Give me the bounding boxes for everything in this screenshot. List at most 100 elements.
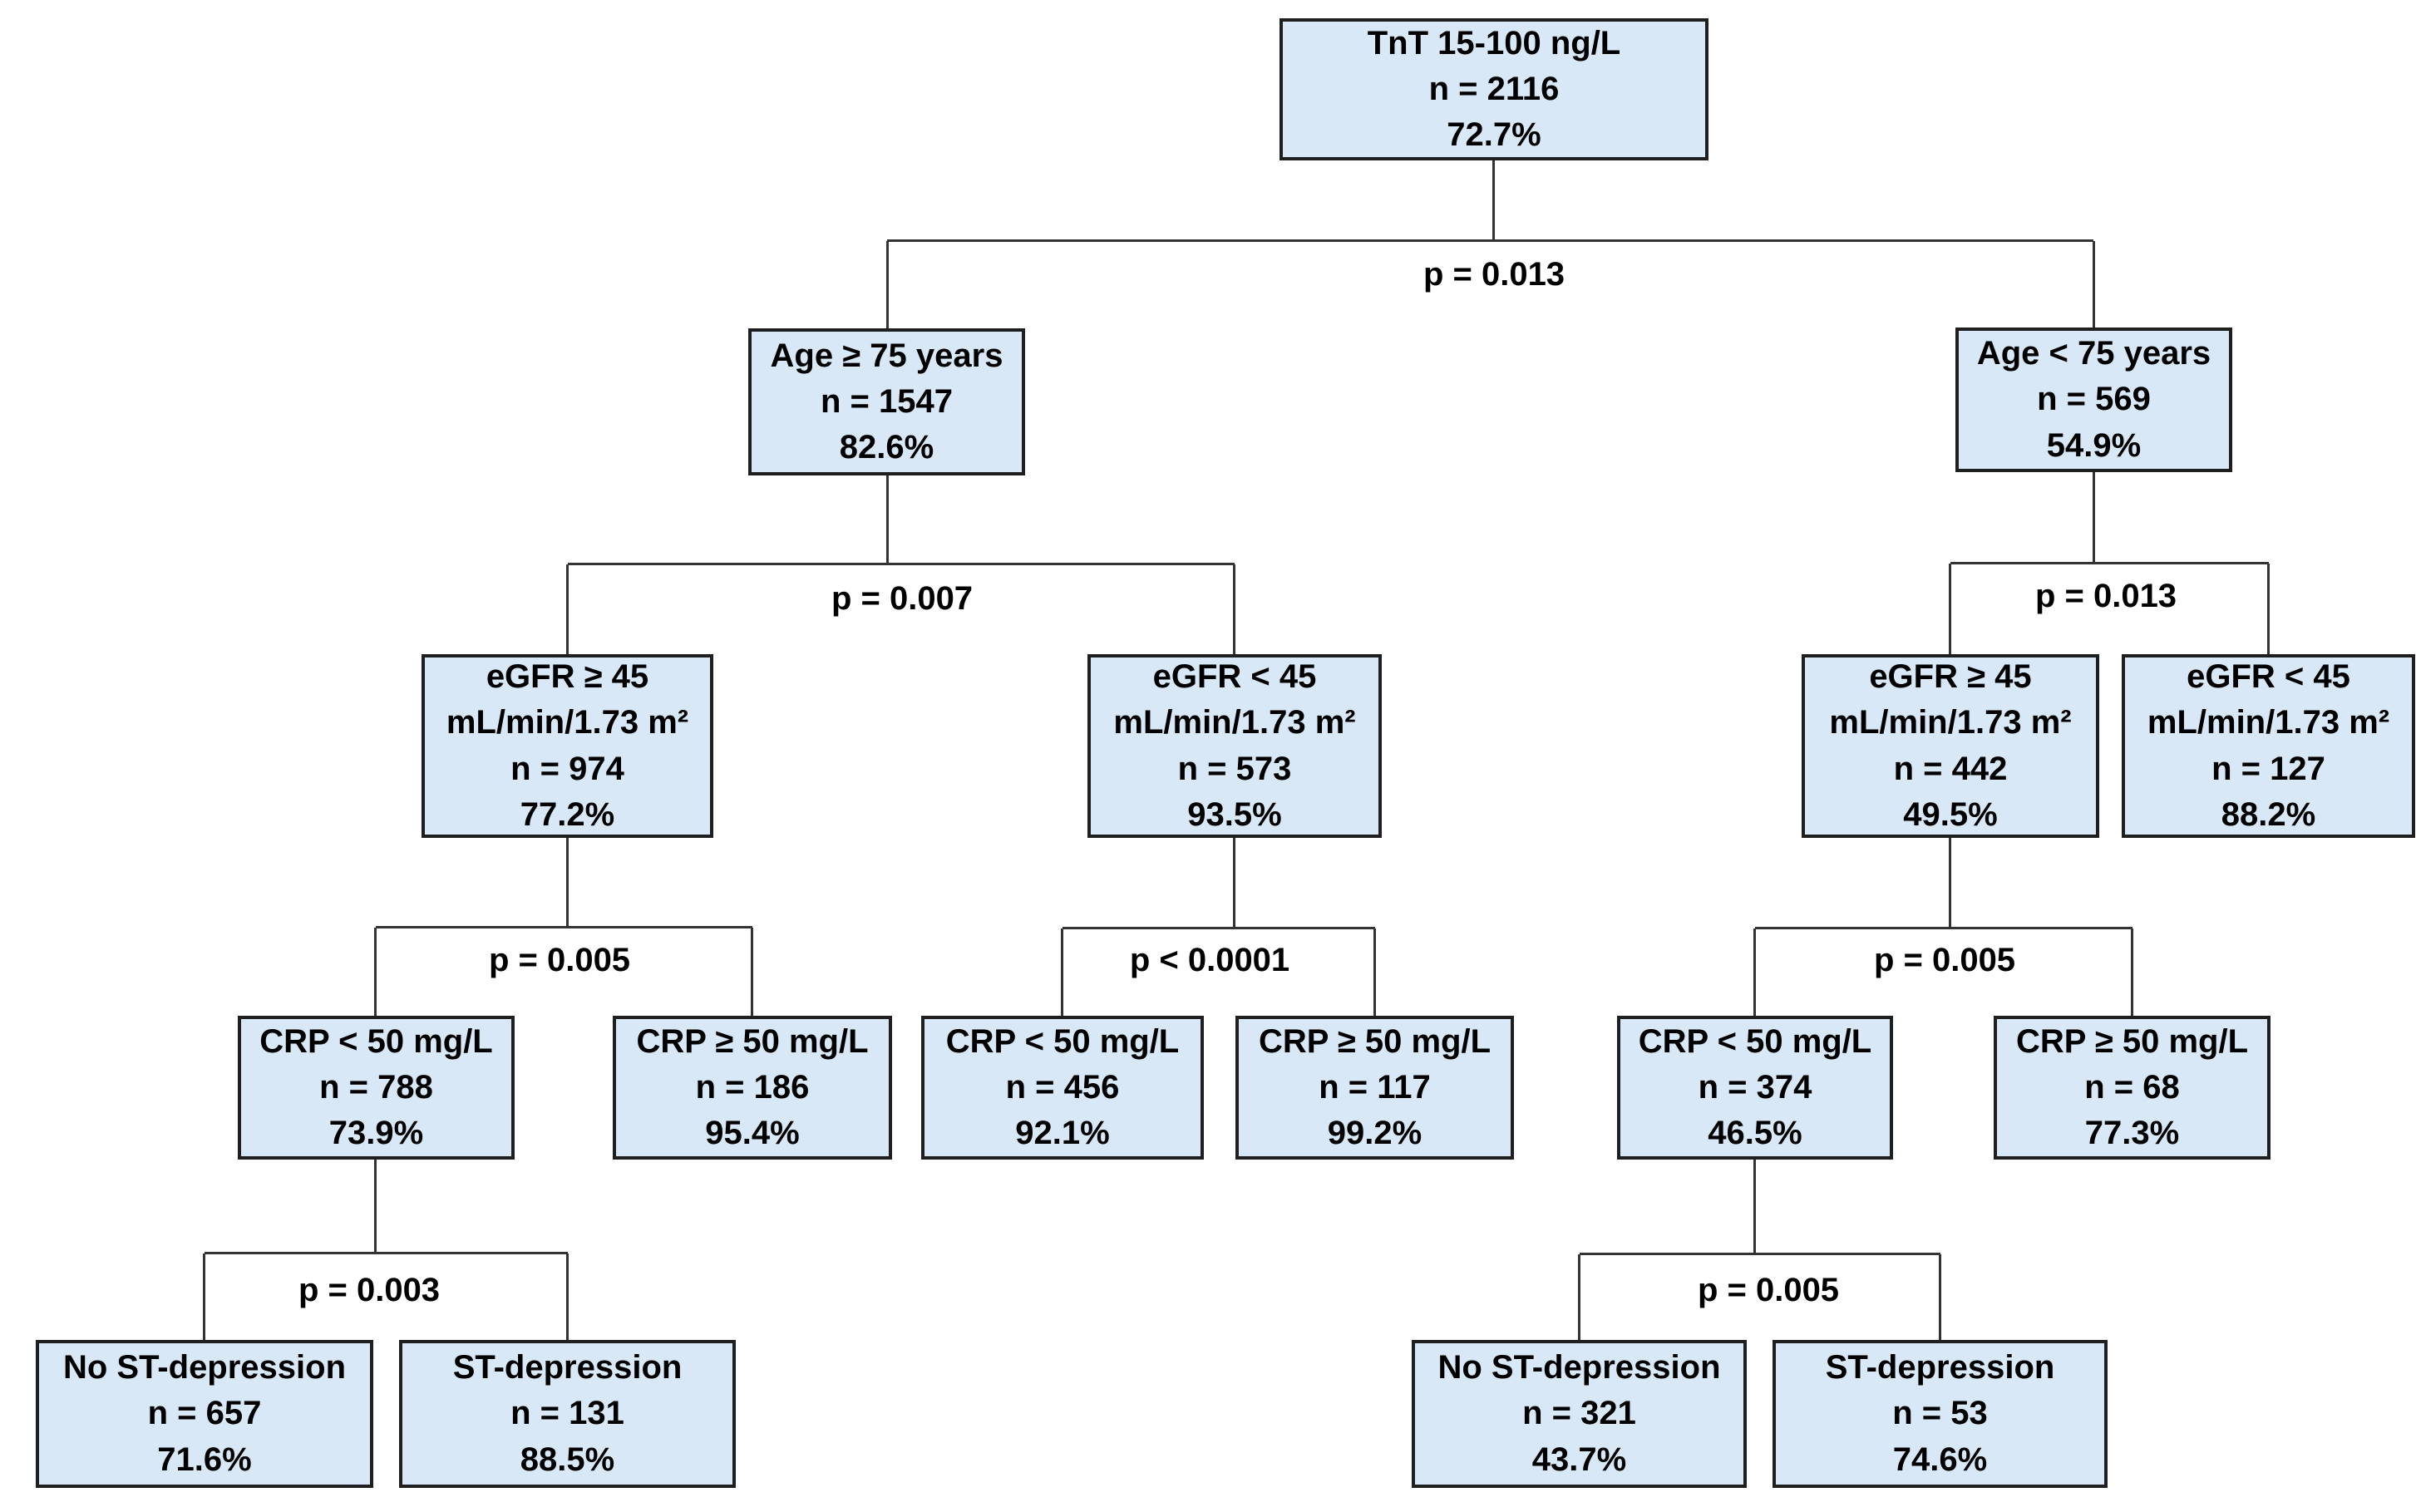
node-percent: 46.5%: [1708, 1115, 1802, 1152]
node-n: n = 788: [319, 1068, 433, 1106]
connector-line: [1063, 927, 1375, 929]
connector-line: [886, 475, 889, 564]
node-percent: 99.2%: [1327, 1115, 1422, 1152]
node-n: n = 442: [1893, 750, 2008, 787]
node-percent: 77.2%: [520, 795, 615, 833]
node-title: ST-depression: [1825, 1349, 2055, 1386]
node-title: No ST-depression: [1437, 1349, 1721, 1386]
connector-line: [2093, 472, 2095, 564]
node-percent: 95.4%: [705, 1115, 800, 1152]
node-title: eGFR < 45: [2187, 658, 2350, 696]
node-percent: 82.6%: [839, 429, 934, 466]
node-no-st-depression-right: No ST-depression n = 321 43.7%: [1412, 1340, 1747, 1488]
connector-line: [566, 1253, 569, 1340]
connector-line: [566, 564, 569, 654]
node-percent: 71.6%: [157, 1441, 252, 1478]
node-crp-lt50-right: CRP < 50 mg/L n = 374 46.5%: [1617, 1016, 1893, 1160]
connector-line: [751, 928, 753, 1016]
connector-line: [1949, 838, 1951, 928]
node-title: CRP < 50 mg/L: [945, 1022, 1180, 1060]
node-percent: 72.7%: [1447, 116, 1541, 154]
node-percent: 88.2%: [2221, 795, 2316, 833]
node-title: eGFR ≥ 45: [1869, 658, 2032, 696]
node-n: n = 974: [510, 750, 624, 787]
node-n: n = 117: [1319, 1068, 1431, 1106]
node-crp-lt50-left: CRP < 50 mg/L n = 788 73.9%: [238, 1016, 515, 1160]
node-title: CRP < 50 mg/L: [259, 1022, 493, 1060]
node-percent: 77.3%: [2084, 1115, 2180, 1152]
node-n: n = 68: [2084, 1068, 2180, 1106]
node-percent: 74.6%: [1892, 1441, 1988, 1478]
node-title: CRP ≥ 50 mg/L: [2015, 1022, 2249, 1060]
node-unit: mL/min/1.73 m²: [1113, 704, 1356, 741]
node-title: No ST-depression: [62, 1349, 347, 1386]
p-value-label-egfr-right-split: p = 0.005: [1873, 942, 2016, 978]
connector-line: [374, 928, 377, 1016]
node-percent: 88.5%: [520, 1441, 615, 1478]
connector-line: [1233, 564, 1235, 654]
connector-line: [566, 838, 569, 928]
node-st-depression-right: ST-depression n = 53 74.6%: [1773, 1340, 2108, 1488]
p-value-label-age-left-split: p = 0.007: [831, 580, 974, 617]
node-percent: 93.5%: [1187, 795, 1282, 833]
node-unit: mL/min/1.73 m²: [2147, 704, 2390, 741]
connector-line: [1578, 1254, 1580, 1340]
node-title: CRP < 50 mg/L: [1638, 1022, 1872, 1060]
p-value-label-crp-right-split: p = 0.005: [1697, 1272, 1840, 1308]
node-n: n = 1547: [820, 382, 953, 420]
node-n: n = 2116: [1428, 70, 1560, 107]
connector-line: [1580, 1253, 1940, 1255]
node-title: CRP ≥ 50 mg/L: [1258, 1022, 1492, 1060]
node-egfr-lt45-left: eGFR < 45 mL/min/1.73 m² n = 573 93.5%: [1087, 654, 1382, 838]
node-n: n = 321: [1522, 1395, 1636, 1432]
node-crp-lt50-mid: CRP < 50 mg/L n = 456 92.1%: [921, 1016, 1204, 1160]
node-crp-ge50-mid: CRP ≥ 50 mg/L n = 117 99.2%: [1235, 1016, 1514, 1160]
p-value-label-crp-left-split: p = 0.003: [298, 1272, 441, 1308]
node-n: n = 657: [147, 1395, 262, 1432]
connector-line: [2093, 241, 2095, 328]
p-value-label-egfr-left-split: p = 0.005: [488, 942, 631, 978]
connector-line: [1061, 928, 1063, 1016]
node-egfr-lt45-right: eGFR < 45 mL/min/1.73 m² n = 127 88.2%: [2122, 654, 2415, 838]
connector-line: [376, 926, 752, 928]
node-n: n = 131: [510, 1395, 624, 1432]
node-n: n = 53: [1892, 1395, 1988, 1432]
node-tnt-root: TnT 15-100 ng/L n = 2116 72.7%: [1279, 18, 1708, 160]
connector-line: [886, 241, 889, 328]
node-n: n = 573: [1177, 750, 1292, 787]
node-n: n = 186: [695, 1068, 810, 1106]
connector-line: [1373, 928, 1376, 1016]
node-n: n = 456: [1005, 1068, 1120, 1106]
connector-line: [1492, 160, 1495, 241]
node-egfr-ge45-left: eGFR ≥ 45 mL/min/1.73 m² n = 974 77.2%: [422, 654, 713, 838]
node-crp-ge50-right: CRP ≥ 50 mg/L n = 68 77.3%: [1994, 1016, 2271, 1160]
connector-line: [568, 563, 1235, 565]
node-title: TnT 15-100 ng/L: [1367, 24, 1621, 62]
connector-line: [1950, 562, 2269, 564]
node-title: ST-depression: [452, 1349, 683, 1386]
node-st-depression-left: ST-depression n = 131 88.5%: [399, 1340, 736, 1488]
node-crp-ge50-left: CRP ≥ 50 mg/L n = 186 95.4%: [613, 1016, 892, 1160]
node-unit: mL/min/1.73 m²: [446, 704, 689, 741]
p-value-label-egfr-mid-split: p < 0.0001: [1129, 942, 1290, 978]
node-title: Age ≥ 75 years: [770, 337, 1003, 374]
connector-line: [1949, 564, 1951, 654]
node-percent: 73.9%: [328, 1115, 424, 1152]
connector-line: [887, 239, 2093, 242]
node-title: eGFR < 45: [1152, 658, 1317, 696]
node-unit: mL/min/1.73 m²: [1829, 704, 2072, 741]
connector-line: [203, 1253, 205, 1340]
connector-line: [1753, 928, 1756, 1016]
connector-line: [1755, 927, 2132, 929]
node-age-ge75: Age ≥ 75 years n = 1547 82.6%: [748, 328, 1025, 475]
connector-line: [1939, 1254, 1941, 1340]
connector-line: [205, 1252, 568, 1254]
node-n: n = 127: [2211, 750, 2325, 787]
node-title: eGFR ≥ 45: [486, 658, 649, 696]
node-age-lt75: Age < 75 years n = 569 54.9%: [1955, 328, 2232, 472]
node-percent: 49.5%: [1903, 795, 1998, 833]
node-title: Age < 75 years: [1976, 335, 2211, 372]
connector-line: [374, 1160, 377, 1253]
connector-line: [2267, 564, 2270, 654]
